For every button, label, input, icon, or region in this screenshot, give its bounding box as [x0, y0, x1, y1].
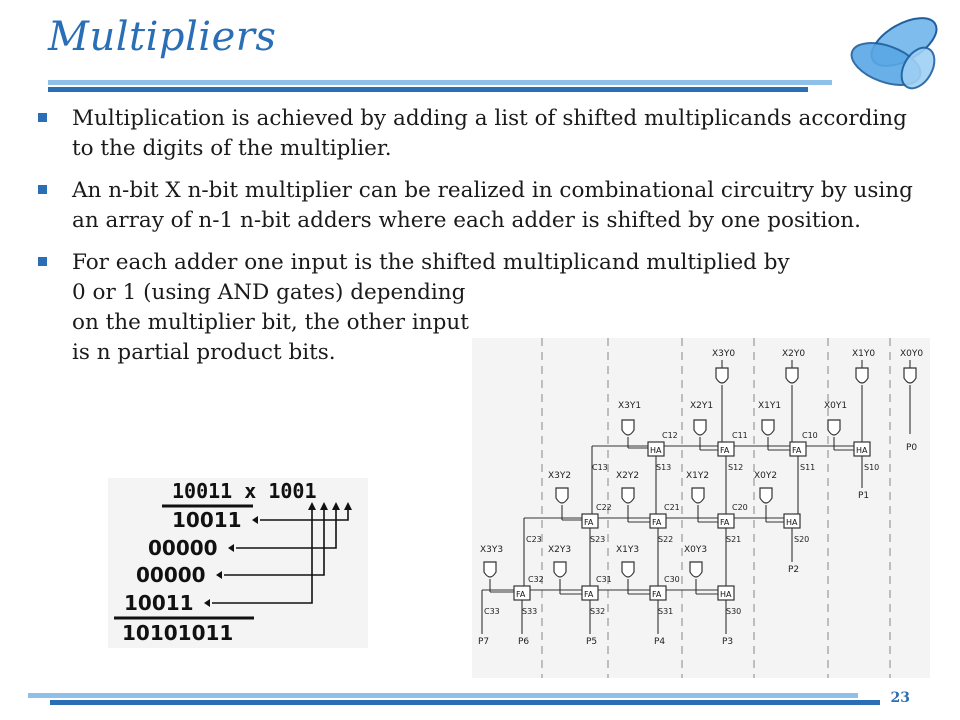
gate-label: X0Y0 [900, 349, 923, 359]
example-top-line: 10011 x 1001 [172, 479, 317, 503]
example-row: 00000 [148, 536, 218, 560]
product-label: P3 [722, 637, 733, 647]
carry-label: C11 [732, 431, 748, 440]
footer-bar-dark [50, 700, 880, 705]
carry-label: C22 [596, 503, 612, 512]
row0-gates [715, 367, 917, 384]
sum-label: S10 [864, 463, 879, 472]
bullet-marker-icon [38, 113, 47, 122]
adder-label: FA [792, 446, 802, 455]
bullet-item: An n-bit X n-bit multiplier can be reali… [38, 176, 928, 236]
carry-label: C32 [528, 575, 544, 584]
product-label: P7 [478, 637, 489, 647]
example-row: 10011 [172, 508, 242, 532]
gate-label: X1Y2 [686, 471, 709, 481]
product-label: P5 [586, 637, 597, 647]
adder-label: FA [584, 518, 594, 527]
title-underline-dark [48, 87, 808, 92]
adder-label: HA [786, 518, 798, 527]
page-number: 23 [890, 690, 910, 706]
adder-label: FA [720, 518, 730, 527]
carry-label: C12 [662, 431, 678, 440]
example-arrowheads [204, 502, 352, 607]
slide-title: Multipliers [48, 14, 277, 60]
bullet-marker-icon [38, 185, 47, 194]
sum-label: S30 [726, 607, 741, 616]
bullet-text: Multiplication is achieved by adding a l… [72, 106, 907, 161]
sum-label: S12 [728, 463, 743, 472]
binary-multiplication-example: 10011 x 1001 10011 00000 00000 10011 101… [108, 478, 368, 648]
gate-label: X1Y1 [758, 401, 781, 411]
carry-out-label: C23 [526, 535, 542, 544]
carry-out-label: C33 [484, 607, 500, 616]
bullet-text-line: 0 or 1 (using AND gates) depending [72, 280, 466, 305]
gate-label: X2Y1 [690, 401, 713, 411]
bullet-text-line: is n partial product bits. [72, 340, 336, 365]
bullet-text: An n-bit X n-bit multiplier can be reali… [72, 178, 913, 233]
sum-label: S13 [656, 463, 671, 472]
row2-gates [555, 487, 773, 504]
gate-label: X2Y3 [548, 545, 571, 555]
sum-label: S23 [590, 535, 605, 544]
adder-label: FA [584, 590, 594, 599]
row3-gates [483, 561, 703, 578]
gate-label: X3Y2 [548, 471, 571, 481]
carry-label: C21 [664, 503, 680, 512]
carry-label: C20 [732, 503, 748, 512]
gate-label: X3Y1 [618, 401, 641, 411]
gate-label: X0Y2 [754, 471, 777, 481]
bullet-list: Multiplication is achieved by adding a l… [38, 104, 928, 380]
product-label: P6 [518, 637, 529, 647]
sum-label: S21 [726, 535, 741, 544]
adder-label: FA [720, 446, 730, 455]
footer-bar-light [28, 693, 858, 698]
product-label: P0 [906, 443, 917, 453]
sum-label: S33 [522, 607, 537, 616]
sum-label: S31 [658, 607, 673, 616]
gate-label: X3Y0 [712, 349, 735, 359]
sum-label: S22 [658, 535, 673, 544]
circuit-wires [481, 360, 911, 634]
sum-label: S32 [590, 607, 605, 616]
gate-label: X1Y3 [616, 545, 639, 555]
product-label: P1 [858, 491, 869, 501]
product-label: P4 [654, 637, 665, 647]
carry-label: C30 [664, 575, 680, 584]
example-row: 10011 [124, 591, 194, 615]
column-dividers [541, 338, 891, 678]
gate-label: X2Y0 [782, 349, 805, 359]
adder-label: FA [652, 518, 662, 527]
sum-label: S11 [800, 463, 815, 472]
gate-label: X0Y1 [824, 401, 847, 411]
adder-label: FA [516, 590, 526, 599]
example-row: 00000 [136, 563, 206, 587]
bullet-item: For each adder one input is the shifted … [38, 248, 928, 368]
adder-label: HA [650, 446, 662, 455]
row1-gates [621, 419, 841, 436]
carry-label: C10 [802, 431, 818, 440]
bullet-marker-icon [38, 257, 47, 266]
adder-label: HA [856, 446, 868, 455]
logo-icon [850, 17, 938, 90]
title-underline-light [48, 80, 832, 85]
bullet-item: Multiplication is achieved by adding a l… [38, 104, 928, 164]
gate-label: X0Y3 [684, 545, 707, 555]
example-result: 10101011 [122, 621, 233, 645]
gate-label: X1Y0 [852, 349, 875, 359]
adder-label: FA [652, 590, 662, 599]
carry-out-label: C13 [592, 463, 608, 472]
array-multiplier-circuit: X3Y0 X2Y0 X1Y0 X0Y0 X3Y1 X2Y1 X1Y1 X0Y1 … [472, 338, 930, 678]
adder-label: HA [720, 590, 732, 599]
bullet-text-line: For each adder one input is the shifted … [72, 250, 790, 275]
bullet-text-line: on the multiplier bit, the other input [72, 310, 469, 335]
example-arrows [212, 508, 349, 604]
sum-label: S20 [794, 535, 809, 544]
product-label: P2 [788, 565, 799, 575]
carry-label: C31 [596, 575, 612, 584]
gate-label: X3Y3 [480, 545, 503, 555]
gate-label: X2Y2 [616, 471, 639, 481]
